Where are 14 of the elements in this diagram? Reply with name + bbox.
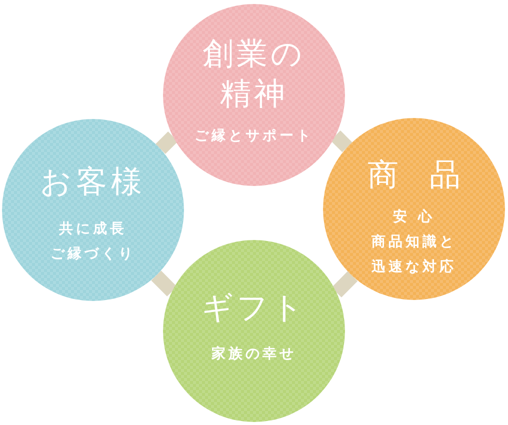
connector-band bbox=[331, 271, 358, 298]
connector-band bbox=[156, 132, 178, 154]
circle-title: ギフト bbox=[202, 289, 306, 328]
circle-subtitle: 家族の幸せ bbox=[212, 344, 296, 364]
circle-subtitle: 安 心 bbox=[393, 208, 435, 227]
circle-title: お客様 bbox=[40, 163, 146, 202]
circle-subtitle: ご縁づくり bbox=[50, 245, 136, 264]
circle-subtitle: 共に成長 bbox=[59, 220, 127, 239]
circle-subtitle: 商品知識と迅速な対応 bbox=[370, 232, 458, 277]
circle-title: 商 品 bbox=[368, 156, 460, 195]
connector-band bbox=[330, 130, 352, 152]
circle-subtitle: ご縁とサポート bbox=[194, 127, 314, 146]
circle-title: 創業の精神 bbox=[202, 35, 306, 114]
connector-band bbox=[151, 270, 177, 296]
